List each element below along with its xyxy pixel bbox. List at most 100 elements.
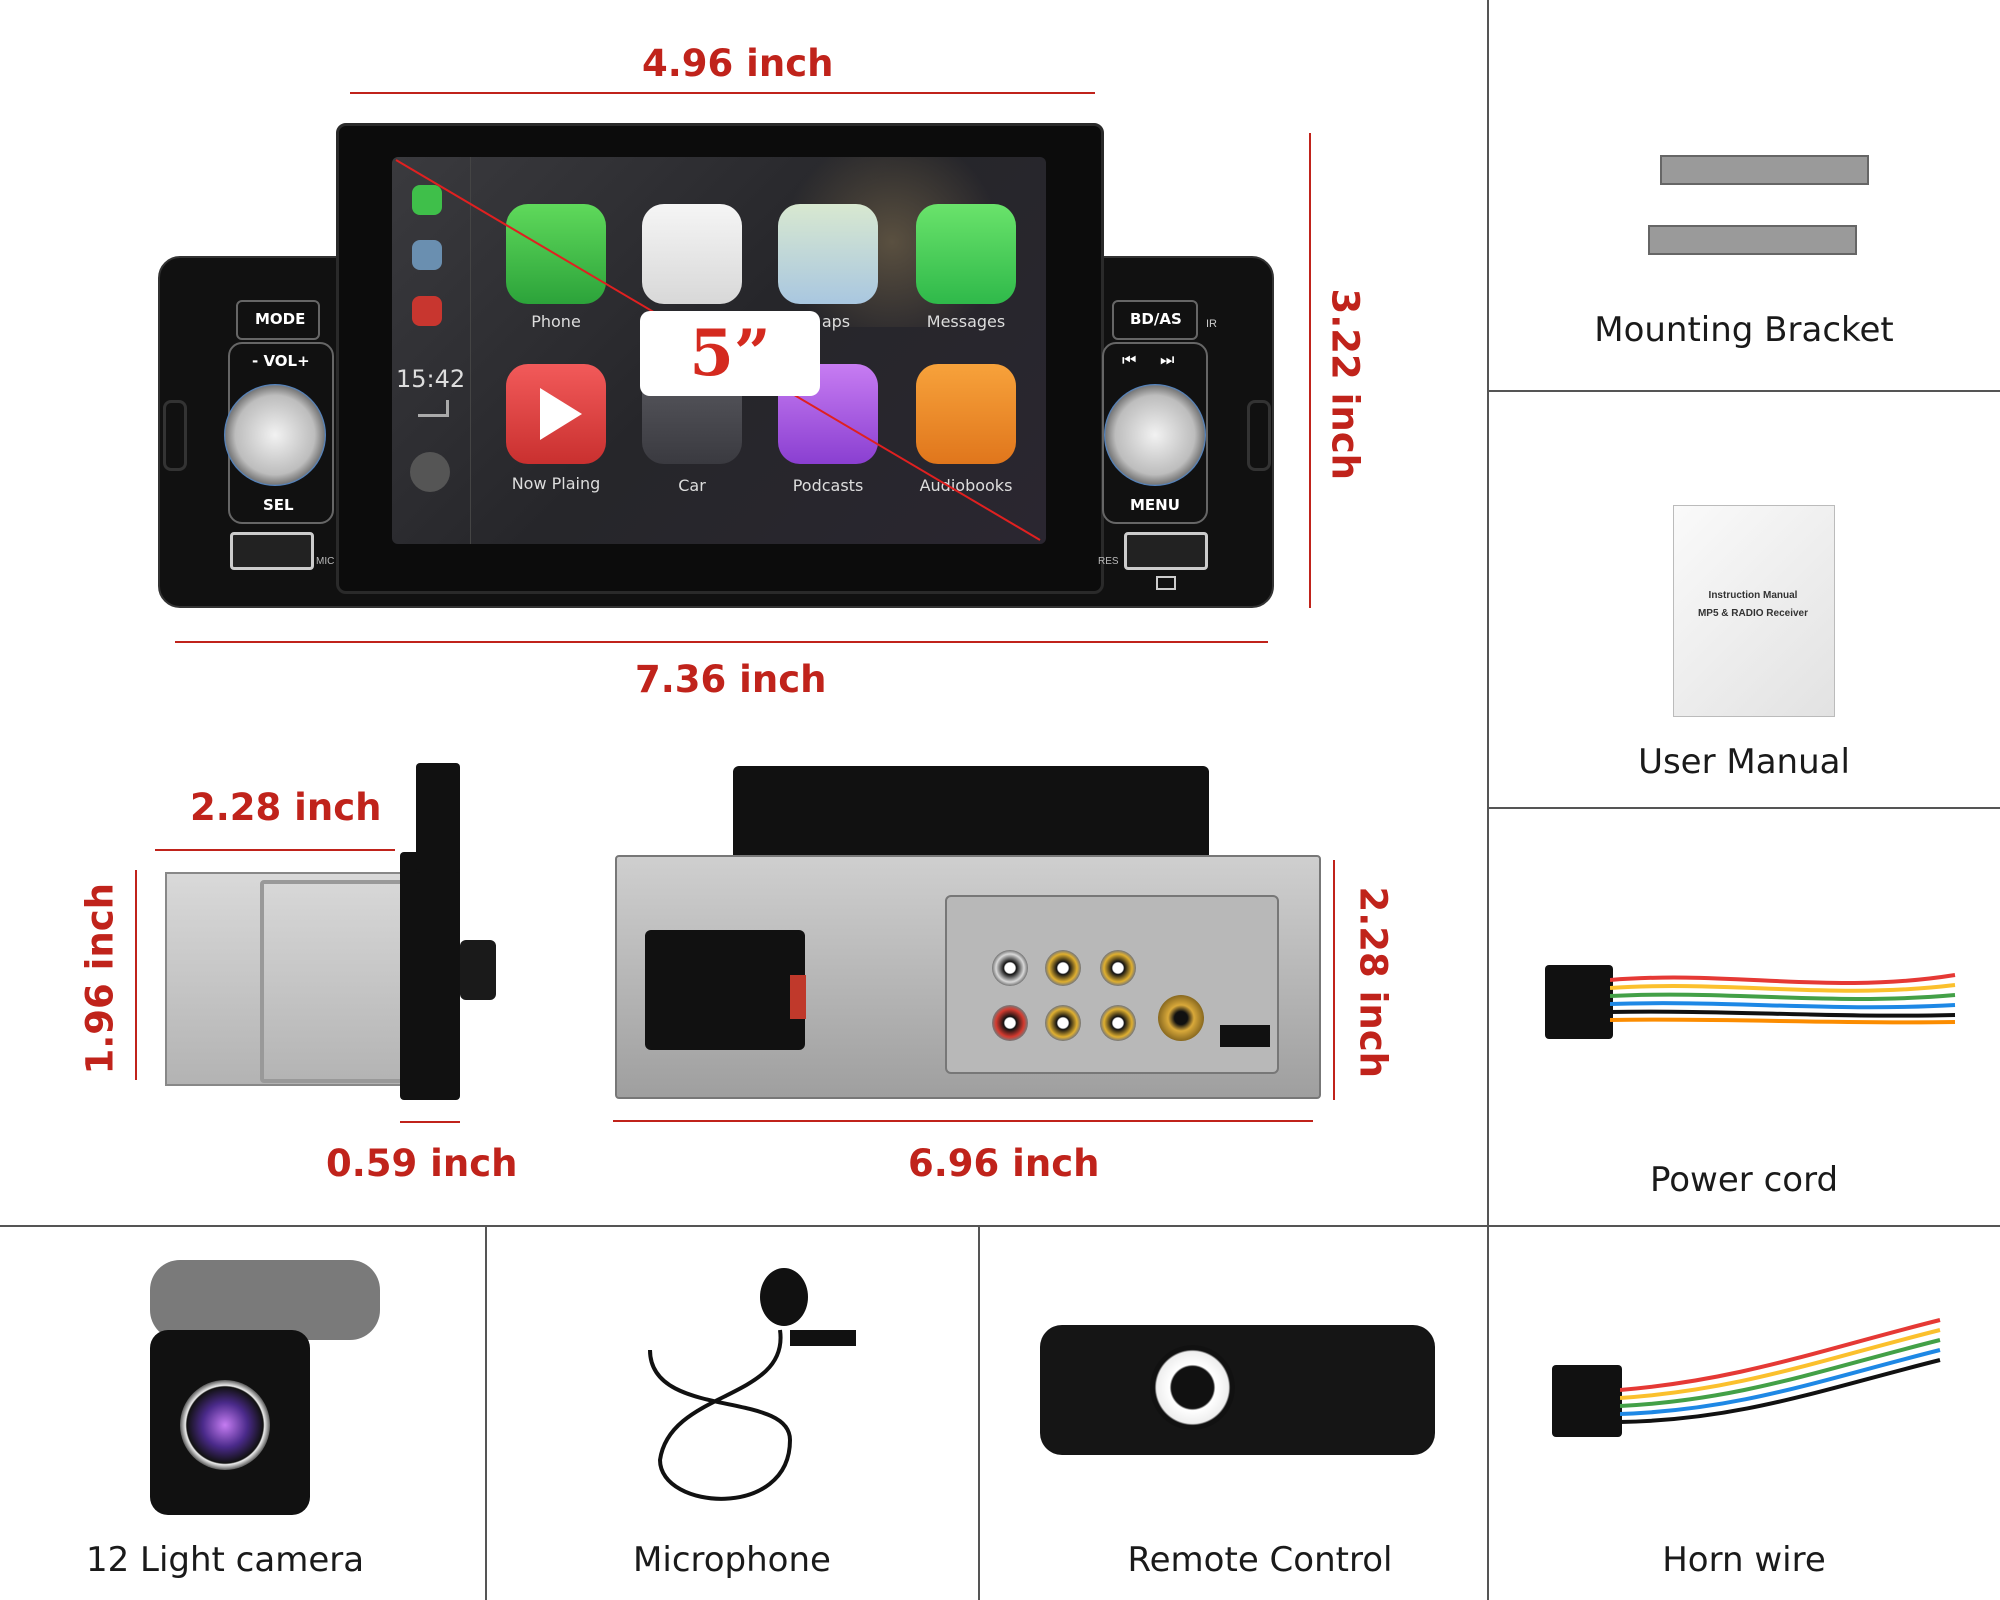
rca-jack-1 bbox=[992, 950, 1028, 986]
dimension-line-side-height bbox=[135, 870, 137, 1080]
left-usb-port[interactable] bbox=[230, 532, 314, 570]
mode-button-label: MODE bbox=[255, 310, 306, 328]
maps-app-label: aps bbox=[821, 312, 851, 331]
next-track-icon[interactable]: ⏭ bbox=[1160, 352, 1175, 369]
right-usb-port[interactable] bbox=[1124, 532, 1208, 570]
side-chassis bbox=[165, 872, 409, 1086]
audiobooks-app-icon[interactable] bbox=[916, 364, 1016, 464]
mic-label: MIC bbox=[316, 556, 335, 567]
divider-right-2 bbox=[1488, 807, 2000, 809]
power-cord-wires bbox=[1610, 973, 1956, 1025]
podcasts-app-label: Podcasts bbox=[792, 476, 864, 495]
dimension-line-rear-width bbox=[613, 1120, 1313, 1122]
screen-time: 15:42 bbox=[396, 365, 466, 393]
divider-right-1 bbox=[1488, 390, 2000, 392]
camera-bracket bbox=[150, 1260, 380, 1340]
dock-podcast-icon[interactable] bbox=[412, 296, 442, 326]
sd-slot[interactable] bbox=[1156, 576, 1176, 590]
res-label: RES bbox=[1098, 556, 1119, 567]
side-top-plate bbox=[416, 763, 460, 873]
divider-bottom-2 bbox=[978, 1226, 980, 1600]
rca-jack-3 bbox=[1100, 950, 1136, 986]
side-bracket-frame bbox=[260, 880, 408, 1083]
user-manual-image bbox=[1673, 505, 1835, 717]
dock-maps-icon[interactable] bbox=[412, 240, 442, 270]
user-manual-caption: User Manual bbox=[1638, 742, 1850, 782]
dimension-line-full-width bbox=[175, 641, 1268, 643]
fuse bbox=[790, 975, 806, 1019]
microphone-cable bbox=[648, 1329, 793, 1501]
rear-label-sticker bbox=[1220, 1025, 1270, 1047]
manual-cover-line2: MP5 & RADIO Receiver bbox=[1697, 608, 1809, 619]
mounting-bracket-caption: Mounting Bracket bbox=[1594, 310, 1894, 350]
remote-dpad bbox=[1150, 1345, 1235, 1430]
dimension-full-width: 7.36 inch bbox=[635, 658, 827, 701]
iso-connector bbox=[645, 930, 805, 1050]
car-app-label: Car bbox=[678, 476, 706, 495]
audiobooks-app-label: Audiobooks bbox=[919, 476, 1013, 495]
messages-app-label: Messages bbox=[926, 312, 1006, 331]
dimension-side-depth: 2.28 inch bbox=[190, 786, 382, 829]
dimension-line-top bbox=[350, 92, 1095, 94]
rca-jack-6 bbox=[1100, 1005, 1136, 1041]
mounting-bracket-image-2 bbox=[1648, 225, 1857, 255]
microphone-clip bbox=[790, 1330, 856, 1346]
divider-vertical-right bbox=[1487, 0, 1489, 1600]
divider-bottom-1 bbox=[485, 1226, 487, 1600]
mode-button[interactable] bbox=[236, 300, 320, 340]
dimension-line-height bbox=[1309, 133, 1311, 608]
menu-label: MENU bbox=[1130, 496, 1180, 514]
bdas-button[interactable] bbox=[1112, 300, 1198, 340]
bdas-button-label: BD/AS bbox=[1130, 310, 1182, 328]
screen-size-label: 5” bbox=[689, 316, 771, 391]
microphone-caption: Microphone bbox=[633, 1540, 831, 1580]
mounting-bracket-image-1 bbox=[1660, 155, 1869, 185]
music-app-icon[interactable] bbox=[642, 204, 742, 304]
dock-phone-icon[interactable] bbox=[412, 185, 442, 215]
horn-wire-caption: Horn wire bbox=[1662, 1540, 1826, 1580]
horn-wire-wires bbox=[1620, 1318, 1941, 1424]
right-knob-panel bbox=[1102, 342, 1208, 524]
divider-bottom-row bbox=[0, 1225, 2000, 1227]
manual-cover-line1: Instruction Manual bbox=[1708, 590, 1798, 601]
dimension-line-side-depth bbox=[155, 849, 395, 851]
remote-caption: Remote Control bbox=[1127, 1540, 1393, 1580]
prev-track-icon[interactable]: ⏮ bbox=[1122, 352, 1137, 369]
side-faceplate bbox=[400, 852, 460, 1100]
maps-app-icon[interactable] bbox=[778, 204, 878, 304]
antenna-jack bbox=[1158, 995, 1204, 1041]
dimension-rear-width: 6.96 inch bbox=[908, 1142, 1100, 1185]
dimension-rear-height: 2.28 inch bbox=[1351, 886, 1395, 1078]
rca-jack-4 bbox=[992, 1005, 1028, 1041]
microphone-head bbox=[760, 1268, 808, 1326]
ir-label: IR bbox=[1206, 318, 1217, 330]
horn-wire-connector bbox=[1552, 1365, 1622, 1437]
tuning-knob[interactable] bbox=[1104, 384, 1206, 486]
now-playing-app-label: Now Plaing bbox=[511, 474, 601, 493]
dimension-side-height: 1.96 inch bbox=[78, 883, 122, 1075]
volume-knob[interactable] bbox=[224, 384, 326, 486]
power-cord-caption: Power cord bbox=[1649, 1160, 1839, 1200]
camera-caption: 12 Light camera bbox=[85, 1540, 365, 1580]
side-knob bbox=[460, 940, 496, 1000]
messages-app-icon[interactable] bbox=[916, 204, 1016, 304]
rca-jack-2 bbox=[1045, 950, 1081, 986]
home-button-icon[interactable] bbox=[410, 452, 450, 492]
phone-app-label: Phone bbox=[531, 312, 581, 331]
power-cord-connector bbox=[1545, 965, 1613, 1039]
dock-divider bbox=[470, 157, 471, 544]
signal-icon bbox=[418, 400, 449, 417]
right-slot bbox=[1247, 400, 1271, 471]
dimension-line-faceplate bbox=[400, 1121, 460, 1123]
dimension-top-width: 4.96 inch bbox=[642, 42, 834, 85]
remote-control-image bbox=[1040, 1325, 1435, 1455]
dimension-faceplate-depth: 0.59 inch bbox=[326, 1142, 518, 1185]
rca-jack-5 bbox=[1045, 1005, 1081, 1041]
dimension-line-rear-height bbox=[1333, 860, 1335, 1100]
camera-lens bbox=[180, 1380, 270, 1470]
sel-label: SEL bbox=[263, 496, 294, 514]
play-icon bbox=[540, 388, 582, 440]
volume-label: - VOL+ bbox=[252, 352, 310, 370]
screen-size-badge bbox=[640, 311, 820, 396]
left-slot bbox=[163, 400, 187, 471]
